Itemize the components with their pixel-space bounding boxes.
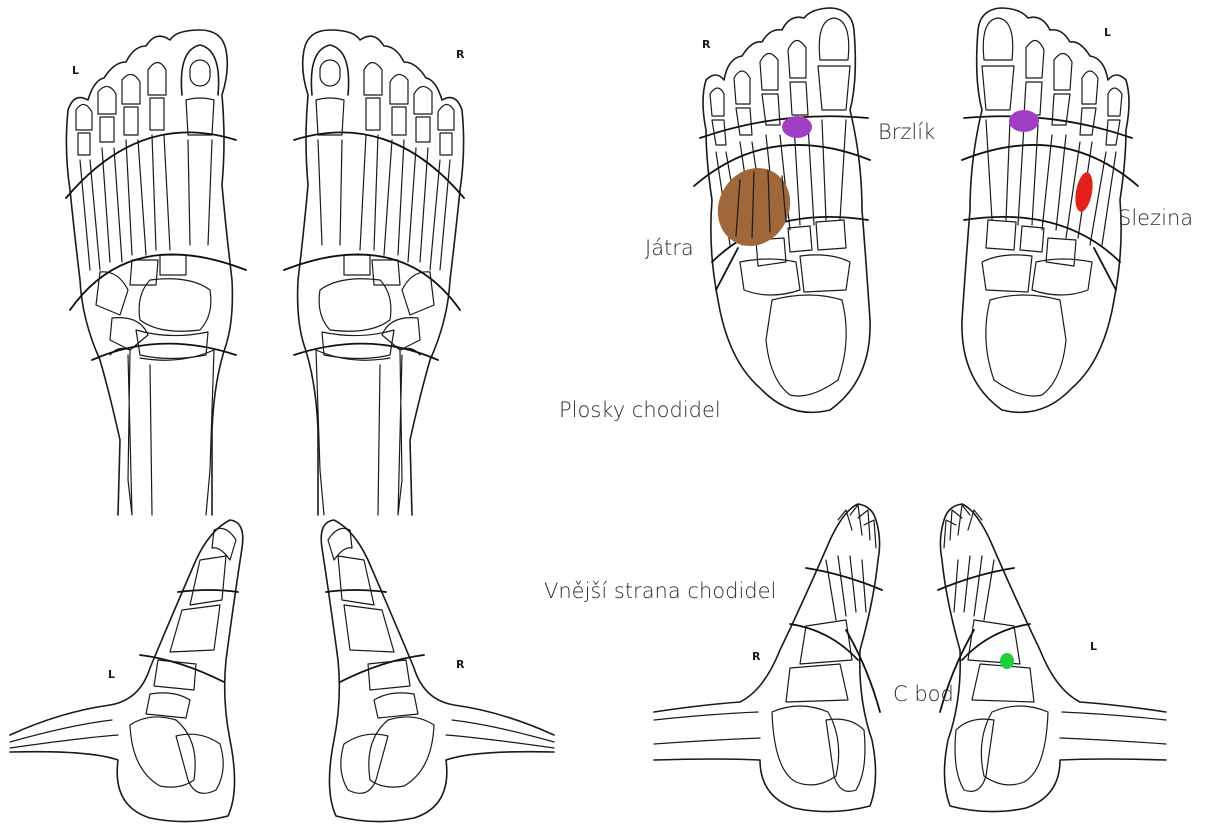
caption-c-point: C bod xyxy=(893,682,954,706)
side-marker-left-inner: L xyxy=(108,668,115,681)
caption-liver: Játra xyxy=(645,236,694,260)
thymus-reflex-zone-right-foot xyxy=(782,116,812,138)
side-marker-left-sole: L xyxy=(1104,26,1111,39)
dorsal-left-foot-drawing xyxy=(66,30,246,515)
caption-thymus: Brzlík xyxy=(878,120,935,144)
inner-left-foot-drawing xyxy=(10,520,243,822)
caption-spleen: Slezina xyxy=(1118,206,1193,230)
caption-outer-side: Vnější strana chodidel xyxy=(544,579,776,603)
inner-right-foot-drawing xyxy=(321,520,554,822)
side-marker-right-outer: R xyxy=(752,650,761,663)
c-point-marker xyxy=(1000,653,1014,669)
side-marker-left-outer: L xyxy=(1090,640,1097,653)
side-marker-right-sole: R xyxy=(702,38,711,51)
outer-left-foot-drawing xyxy=(938,504,1166,812)
side-marker-right-dorsal: R xyxy=(456,48,465,61)
dorsal-right-foot-drawing xyxy=(284,30,464,515)
sole-left-foot-drawing xyxy=(962,8,1138,412)
outer-right-foot-drawing xyxy=(654,504,882,812)
side-marker-left-dorsal: L xyxy=(72,64,79,77)
thymus-reflex-zone-left-foot xyxy=(1009,110,1039,132)
side-marker-right-inner: R xyxy=(456,658,465,671)
spleen-reflex-zone xyxy=(1073,171,1096,213)
caption-soles: Plosky chodidel xyxy=(559,398,721,422)
